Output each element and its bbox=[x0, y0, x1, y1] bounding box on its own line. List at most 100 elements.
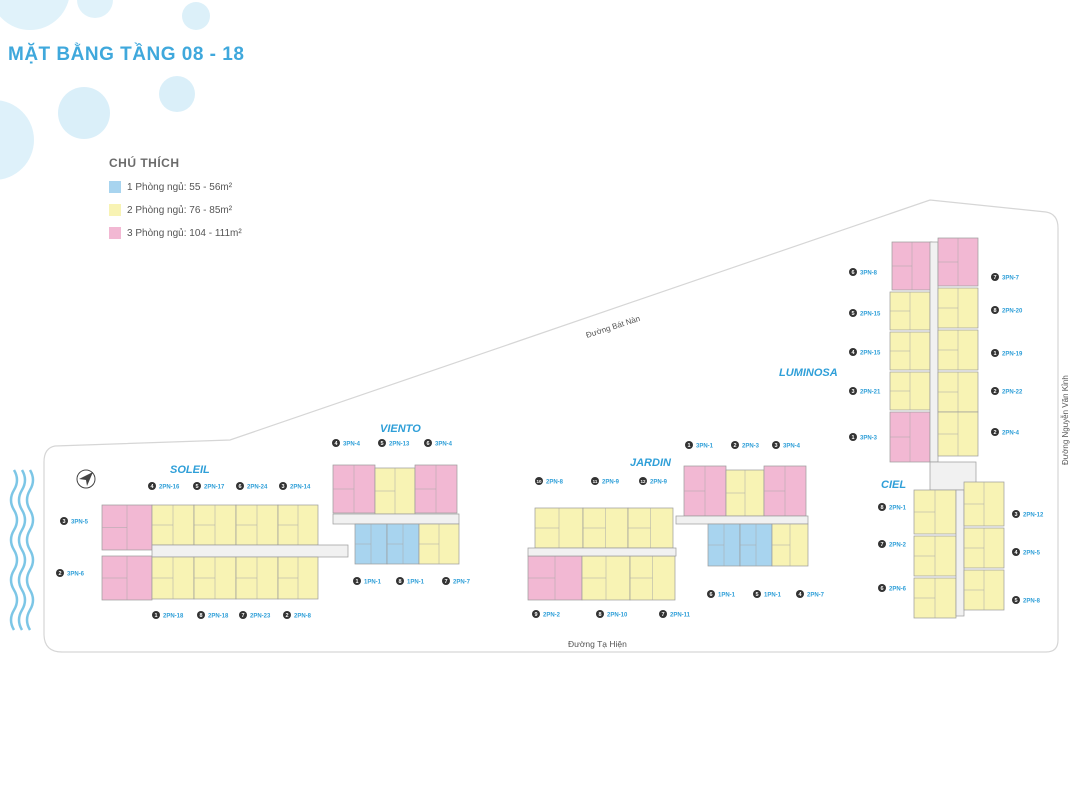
unit-code: 3PN-8 bbox=[860, 271, 878, 277]
unit-wall-lines bbox=[333, 465, 355, 513]
unit-tag: 3 2PN-14 bbox=[279, 482, 311, 491]
unit-code: 2PN-7 bbox=[453, 580, 471, 586]
unit-wall-lines bbox=[630, 556, 653, 600]
unit-code: 2PN-17 bbox=[204, 485, 225, 491]
legend-swatch-1-bedroom bbox=[109, 181, 121, 193]
unit-number-badge bbox=[991, 428, 999, 436]
unit-number: 1 bbox=[851, 435, 854, 441]
unit-wall-lines bbox=[938, 330, 959, 370]
unit-code: 2PN-2 bbox=[889, 543, 907, 549]
unit-wall-lines bbox=[914, 536, 936, 576]
unit-number-badge bbox=[193, 482, 201, 490]
unit-wall-lines bbox=[152, 557, 174, 599]
unit-number: 3 bbox=[281, 484, 284, 490]
unit-code: 2PN-15 bbox=[860, 351, 881, 357]
unit-wall-lines bbox=[419, 524, 440, 564]
unit-code: 3PN-4 bbox=[783, 444, 801, 450]
building-core bbox=[675, 515, 809, 525]
unit-code: 2PN-11 bbox=[670, 613, 691, 619]
unit-code: 2PN-10 bbox=[607, 613, 628, 619]
legend-title: CHÚ THÍCH bbox=[109, 156, 180, 170]
unit-number: 6 bbox=[709, 592, 712, 598]
unit-wall-lines bbox=[890, 332, 911, 370]
unit-wall-lines bbox=[890, 372, 911, 410]
unit-wall-lines bbox=[764, 466, 786, 516]
legend-item-2-bedroom: 2 Phòng ngủ: 76 - 85m² bbox=[109, 203, 232, 217]
unit-number: 7 bbox=[661, 612, 664, 618]
unit-number: 3 bbox=[62, 519, 65, 525]
unit-code: 2PN-9 bbox=[602, 480, 620, 486]
unit-number: 2 bbox=[993, 430, 996, 436]
unit-number: 12 bbox=[640, 479, 646, 484]
street-label-bat-nan: Đường Bát Nàn bbox=[585, 314, 641, 340]
unit-number: 10 bbox=[536, 479, 542, 484]
unit-number-badge bbox=[849, 387, 857, 395]
unit-number: 8 bbox=[880, 505, 883, 511]
compass-icon bbox=[76, 469, 96, 489]
unit-code: 1PN-1 bbox=[718, 593, 736, 599]
unit-code: 3PN-4 bbox=[343, 442, 361, 448]
building-label-soleil: SOLEIL bbox=[170, 464, 210, 476]
unit-number: 5 bbox=[380, 441, 383, 447]
unit-wall-lines bbox=[740, 524, 757, 566]
building-label-ciel: CIEL bbox=[881, 479, 906, 491]
unit-wall-lines bbox=[708, 524, 725, 566]
street-label-ta-hien: Đường Tạ Hiện bbox=[568, 639, 627, 649]
unit-wall-lines bbox=[938, 238, 959, 286]
unit-wall-lines bbox=[375, 468, 396, 514]
unit-number-badge bbox=[1012, 510, 1020, 518]
building-core bbox=[332, 513, 460, 525]
unit-number-badge bbox=[849, 309, 857, 317]
unit-number: 7 bbox=[444, 579, 447, 585]
unit-wall-lines bbox=[583, 508, 606, 548]
unit-code: 2PN-22 bbox=[1002, 390, 1023, 396]
unit-number-badge bbox=[707, 590, 715, 598]
unit-wall-lines bbox=[152, 505, 174, 545]
unit-code: 2PN-15 bbox=[860, 312, 881, 318]
legend-label: 1 Phòng ngủ: 55 - 56m² bbox=[127, 181, 233, 193]
unit-wall-lines bbox=[355, 524, 372, 564]
unit-number-badge bbox=[849, 268, 857, 276]
unit-number: 11 bbox=[593, 479, 598, 484]
unit-code: 2PN-14 bbox=[290, 485, 311, 491]
decorative-bubbles bbox=[0, 0, 210, 180]
unit-number-badge bbox=[353, 577, 361, 585]
unit-tag: 7 2PN-11 bbox=[659, 610, 691, 619]
unit-code: 3PN-7 bbox=[1002, 276, 1020, 282]
unit-wall-lines bbox=[102, 505, 128, 550]
unit-code: 3PN-6 bbox=[67, 572, 85, 578]
legend-label: 3 Phòng ngủ: 104 - 111m² bbox=[127, 227, 242, 239]
unit-code: 2PN-20 bbox=[1002, 309, 1023, 315]
unit-code: 3PN-5 bbox=[71, 520, 89, 526]
unit-number-badge bbox=[591, 477, 599, 485]
unit-code: 1PN-1 bbox=[407, 580, 425, 586]
unit-number-badge bbox=[424, 439, 432, 447]
unit-code: 2PN-12 bbox=[1023, 513, 1044, 519]
unit-number-badge bbox=[1012, 596, 1020, 604]
unit-code: 2PN-8 bbox=[546, 480, 564, 486]
unit-number: 4 bbox=[150, 484, 154, 490]
unit-number-badge bbox=[991, 306, 999, 314]
unit-number-badge bbox=[849, 348, 857, 356]
unit-code: 2PN-8 bbox=[1023, 599, 1041, 605]
unit-number-badge bbox=[535, 477, 543, 485]
unit-number-badge bbox=[60, 517, 68, 525]
building-core bbox=[929, 241, 939, 463]
unit-number: 1 bbox=[355, 579, 358, 585]
unit-number-badge bbox=[772, 441, 780, 449]
unit-number-badge bbox=[849, 433, 857, 441]
